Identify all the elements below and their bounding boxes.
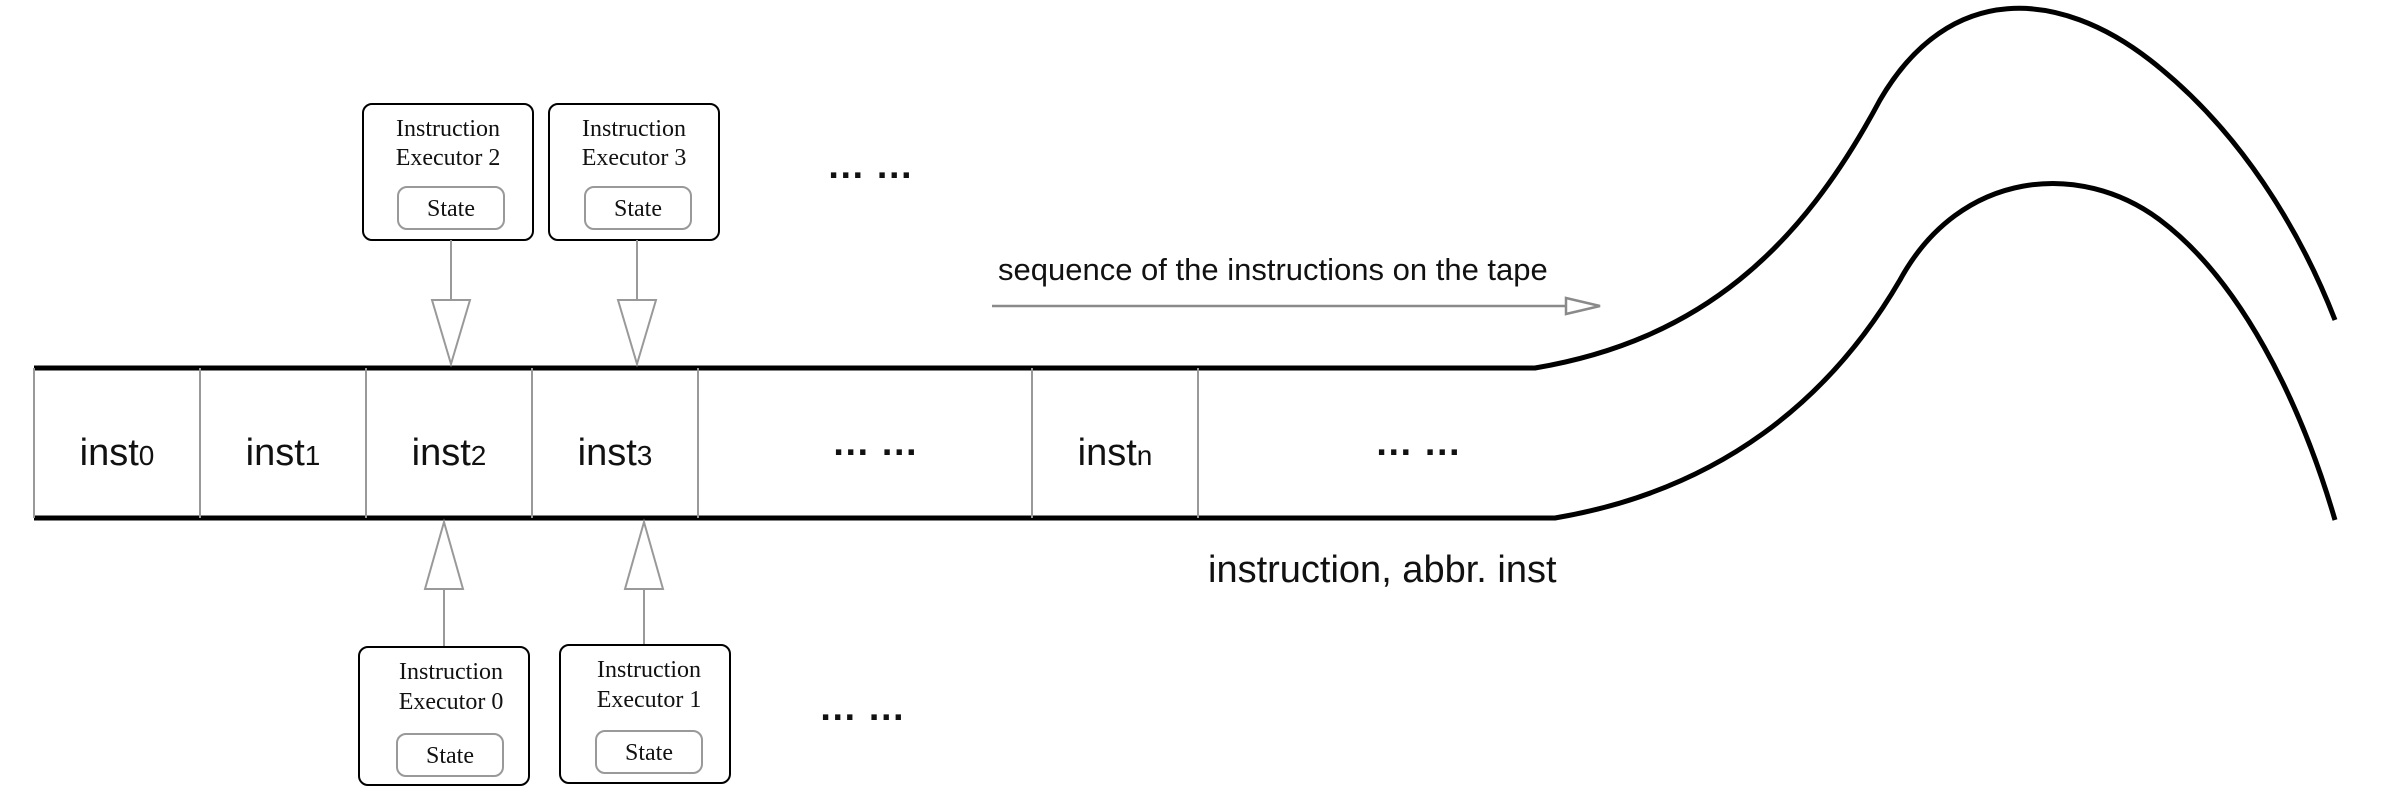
executor-box-3: Instruction Executor 3 State xyxy=(548,103,720,241)
tape-cell-inst2: inst2 xyxy=(412,432,487,474)
tape-cell-ellipsis-end: … … xyxy=(1375,422,1462,464)
executor-box-0: Instruction Executor 0 State xyxy=(358,646,530,786)
executor-box-1: Instruction Executor 1 State xyxy=(559,644,731,784)
executor-title-line2: Executor 2 xyxy=(396,145,501,171)
ellipsis-bottom: … … xyxy=(819,687,906,729)
executor-title-line1: Instruction xyxy=(582,116,686,142)
tape: inst0 inst1 inst2 inst3 … … instn … … xyxy=(33,5,2338,521)
executor-title-line2: Executor 0 xyxy=(399,689,504,715)
executor-title-line1: Instruction xyxy=(399,659,503,685)
state-box xyxy=(584,186,692,230)
direction-label: sequence of the instructions on the tape xyxy=(998,252,1548,287)
executor-arrow-1 xyxy=(623,518,665,645)
state-box xyxy=(397,186,505,230)
tape-cell-inst1: inst1 xyxy=(246,432,321,474)
executor-arrow-3 xyxy=(616,240,658,368)
tape-cell-ellipsis: … … xyxy=(832,422,919,464)
tape-cell-inst3: inst3 xyxy=(578,432,653,474)
state-box xyxy=(595,730,703,774)
executor-box-2: Instruction Executor 2 State xyxy=(362,103,534,241)
executor-title-line1: Instruction xyxy=(597,657,701,683)
tape-cell-inst0: inst0 xyxy=(80,432,155,474)
state-label: State xyxy=(614,196,662,222)
state-label: State xyxy=(625,740,673,766)
direction-arrow-head xyxy=(1564,296,1601,316)
state-box xyxy=(396,733,504,777)
executor-title-line2: Executor 1 xyxy=(597,687,702,713)
tape-top-edge xyxy=(34,5,2338,371)
ellipsis-top: … … xyxy=(827,145,914,187)
state-label: State xyxy=(426,743,474,769)
executor-title-line2: Executor 3 xyxy=(582,145,687,171)
executor-title-line1: Instruction xyxy=(396,116,500,142)
direction-indicator: sequence of the instructions on the tape xyxy=(992,252,1601,316)
state-label: State xyxy=(427,196,475,222)
executor-arrow-0 xyxy=(423,518,465,647)
tape-cell-instn: instn xyxy=(1078,432,1153,474)
executor-arrow-2 xyxy=(430,240,472,368)
tape-caption: instruction, abbr. inst xyxy=(1208,549,1557,591)
tape-bottom-edge xyxy=(34,181,2338,521)
